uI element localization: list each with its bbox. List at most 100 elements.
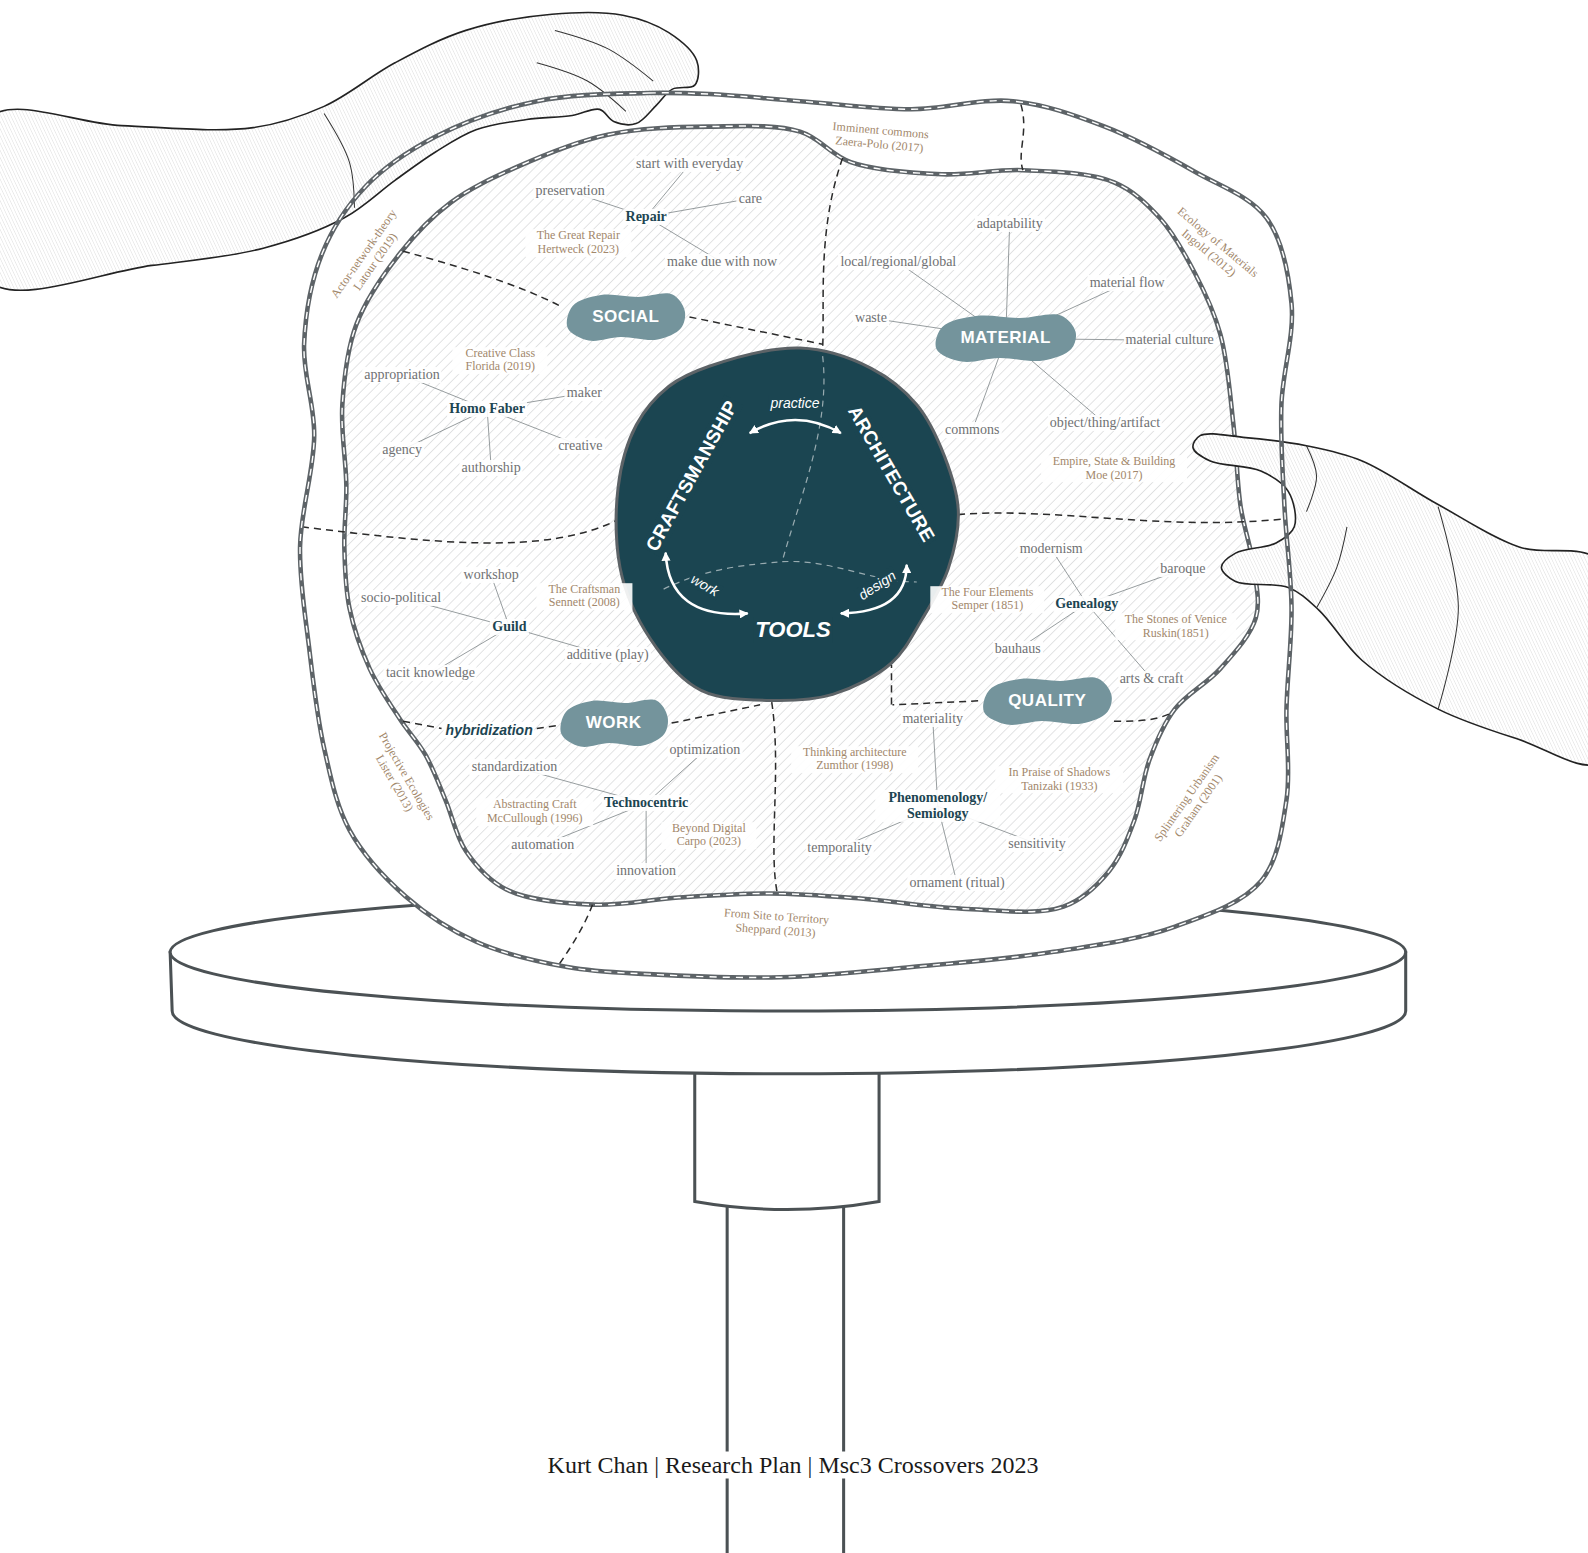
keyword: creative bbox=[556, 438, 604, 454]
keyword: material culture bbox=[1124, 332, 1216, 348]
keyword: authorship bbox=[460, 460, 523, 476]
outer-ring-blob: SOCIAL MATERIALCRAFTSMANSHIPpracticeARCHI… bbox=[296, 89, 1297, 982]
table-column bbox=[695, 1054, 879, 1210]
outer-stitch bbox=[300, 93, 1292, 978]
divider bbox=[403, 251, 560, 306]
keyword: material flow bbox=[1088, 275, 1167, 291]
keyword: care bbox=[737, 191, 764, 207]
theme-label: MATERIAL bbox=[960, 328, 1051, 348]
reference-citation: Actor-network-theory Latour (2019) bbox=[323, 200, 416, 317]
reference-citation: Empire, State & Building Moe (2017) bbox=[1041, 455, 1187, 483]
theme-blob: SOCIAL bbox=[562, 290, 689, 344]
left-hand-shading bbox=[0, 12, 699, 290]
topic-heading: Guild bbox=[490, 619, 528, 635]
keyword: baroque bbox=[1158, 561, 1207, 577]
keyword: tacit knowledge bbox=[384, 665, 477, 681]
keyword: automation bbox=[509, 837, 576, 853]
cycle-arrow-heads bbox=[665, 553, 747, 614]
theme-blob: MATERIAL bbox=[930, 311, 1081, 365]
table-stem bbox=[727, 1206, 843, 1553]
reference-citation: In Praise of Shadows Tanizaki (1933) bbox=[996, 766, 1124, 794]
right-hand bbox=[1193, 434, 1588, 765]
core-fill bbox=[616, 348, 958, 701]
reference-citation: The Four Elements Semper (1851) bbox=[931, 586, 1044, 614]
cycle-arrow-heads bbox=[841, 565, 907, 614]
keyword: preservation bbox=[534, 183, 607, 199]
cycle-arrow-heads bbox=[749, 420, 840, 433]
topic-heading: Genealogy bbox=[1053, 596, 1120, 612]
quadrant-dividers bbox=[302, 104, 1286, 964]
keyword: commons bbox=[943, 422, 1001, 438]
divider bbox=[772, 702, 778, 895]
theme-blob-fill bbox=[567, 293, 685, 341]
theme-blob-fill bbox=[560, 699, 668, 747]
keyword: local/regional/global bbox=[838, 254, 958, 270]
reference-citation: From Site to Territory Sheppard (2013) bbox=[709, 905, 842, 942]
keyword: maker bbox=[565, 385, 604, 401]
hand-creases bbox=[324, 30, 1458, 709]
caption: Kurt Chan | Research Plan | Msc3 Crossov… bbox=[544, 1452, 1043, 1479]
outer-outline bbox=[300, 93, 1292, 978]
theme-blob-fill bbox=[983, 677, 1112, 725]
core-term: practice bbox=[768, 395, 821, 411]
left-hand bbox=[0, 12, 699, 290]
keyword: optimization bbox=[667, 742, 742, 758]
dashed-connector bbox=[672, 705, 760, 723]
keyword: additive (play) bbox=[565, 647, 651, 663]
topic-heading: Homo Faber bbox=[447, 401, 527, 417]
keyword: workshop bbox=[462, 567, 521, 583]
dashed-connector bbox=[689, 317, 822, 344]
reference-citation: Thinking architecture Zumthor (1998) bbox=[791, 746, 919, 774]
keyword: sensitivity bbox=[1006, 836, 1068, 852]
core-term: TOOLS bbox=[753, 617, 832, 643]
keyword: materiality bbox=[900, 711, 965, 727]
keyword: bauhaus bbox=[993, 641, 1043, 657]
divider bbox=[559, 905, 592, 965]
keyword: ornament (ritual) bbox=[907, 875, 1006, 891]
keyword: waste bbox=[853, 310, 889, 326]
reference-citation: Beyond Digital Carpo (2023) bbox=[661, 822, 756, 850]
keyword: object/thing/artifact bbox=[1048, 415, 1162, 431]
keyword: start with everyday bbox=[634, 156, 745, 172]
reference-citation: Abstracting Craft McCullough (1996) bbox=[476, 798, 593, 826]
theme-label: SOCIAL bbox=[592, 307, 659, 327]
keyword: standardization bbox=[470, 759, 560, 775]
theme-blob: WORK bbox=[556, 696, 672, 750]
topic-heading: Phenomenology/ Semiology bbox=[875, 790, 1001, 822]
reference-citation: Imminent commons Zaera-Polo (2017) bbox=[823, 119, 936, 156]
theme-label: QUALITY bbox=[1008, 691, 1086, 711]
keyword: make due with now bbox=[665, 254, 779, 270]
keyword: agency bbox=[380, 442, 424, 458]
keyword-emphasis: hybridization bbox=[444, 722, 535, 738]
theme-label: WORK bbox=[586, 713, 642, 733]
reference-citation: The Stones of Venice Ruskin(1851) bbox=[1115, 613, 1236, 641]
keyword: innovation bbox=[614, 863, 678, 879]
theme-blob: QUALITY bbox=[978, 674, 1116, 728]
leader-lines bbox=[401, 164, 1183, 883]
keyword: temporality bbox=[805, 840, 874, 856]
divider bbox=[958, 513, 1286, 523]
keyword: appropriation bbox=[362, 367, 441, 383]
table bbox=[170, 894, 1406, 1553]
reference-citation: Splintering Urbanism Graham (2001) bbox=[1146, 744, 1239, 861]
keyword: adaptability bbox=[975, 216, 1045, 232]
keyword: modernism bbox=[1018, 541, 1085, 557]
reference-citation: Creative Class Florida (2019) bbox=[453, 347, 548, 375]
topic-heading: Technocentric bbox=[602, 795, 690, 811]
reference-citation: Projective Ecologies Lister (2013) bbox=[358, 720, 443, 839]
right-hand-shading bbox=[1193, 434, 1588, 765]
dashed-connector bbox=[892, 701, 978, 705]
divider bbox=[302, 519, 620, 543]
core-blob: CRAFTSMANSHIPpracticeARCHITECTUREworkdes… bbox=[614, 344, 962, 705]
divider-stub bbox=[890, 665, 892, 704]
hands bbox=[0, 12, 1588, 765]
keyword: socio-political bbox=[359, 590, 443, 606]
divider bbox=[1114, 713, 1171, 721]
theme-blob-fill bbox=[936, 314, 1077, 362]
keyword: arts & craft bbox=[1118, 671, 1186, 687]
divider bbox=[1021, 104, 1024, 170]
reference-citation: Ecology of Materials Ingold (2012) bbox=[1158, 198, 1269, 297]
reference-citation: The Great Repair Hertweck (2023) bbox=[526, 229, 631, 257]
